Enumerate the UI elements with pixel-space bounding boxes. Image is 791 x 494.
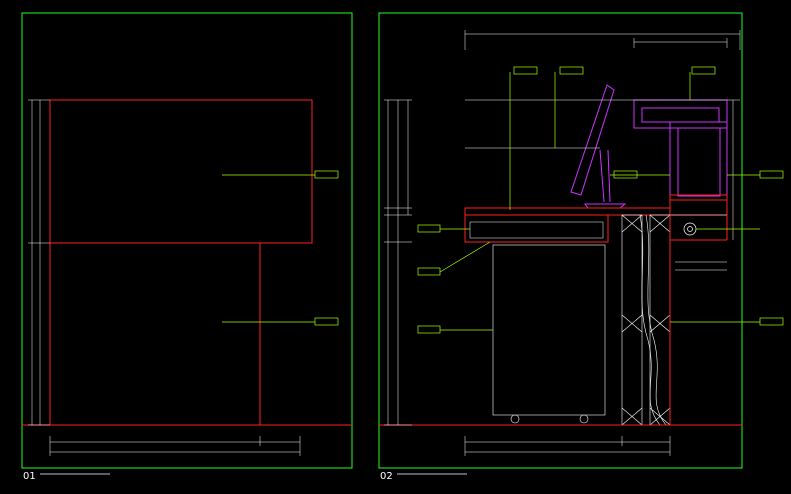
view-01-label: 01 xyxy=(23,471,110,482)
side-frame xyxy=(621,214,671,426)
view-01-leaders xyxy=(222,170,339,326)
view-02-number: 02 xyxy=(380,471,393,482)
view-02-frame xyxy=(378,12,743,469)
view-01: 01 xyxy=(21,12,353,482)
upper-shelf xyxy=(633,99,728,216)
view-02: 02 xyxy=(378,12,784,482)
desk xyxy=(464,207,671,243)
view-01-cabinet-outline xyxy=(22,99,352,426)
view-02-label: 02 xyxy=(380,471,467,482)
view-02-leaders xyxy=(417,66,784,334)
view-02-dimensions xyxy=(384,30,741,456)
view-01-dimensions xyxy=(28,99,301,456)
view-01-frame xyxy=(21,12,353,469)
cable-grommet xyxy=(683,222,697,236)
view-01-number: 01 xyxy=(23,471,36,482)
monitor xyxy=(570,84,627,209)
pedestal-cabinet xyxy=(492,244,606,424)
structure-edges xyxy=(379,215,742,426)
